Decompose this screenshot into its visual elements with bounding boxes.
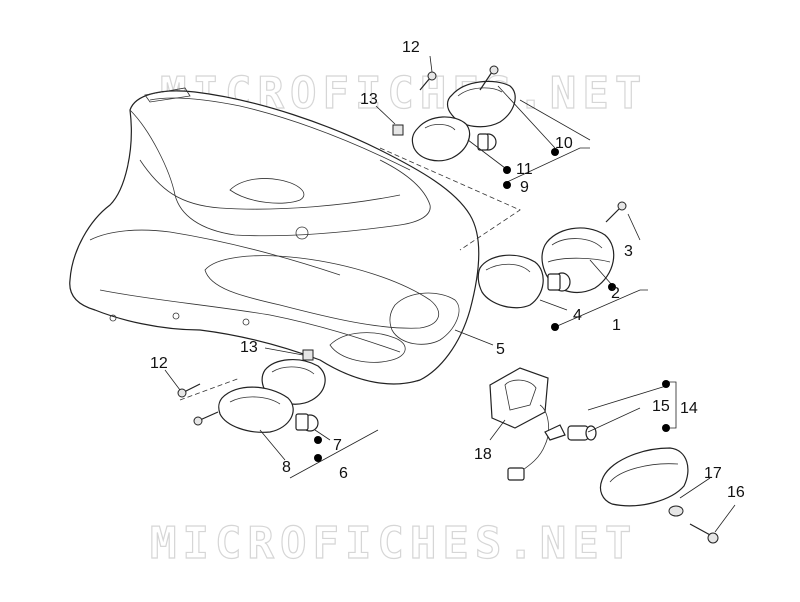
clip-13-lower [302, 349, 314, 361]
bulb-upper [477, 133, 497, 151]
bulb-left [295, 413, 319, 432]
leader-lines [164, 55, 736, 533]
screw-3 [605, 201, 627, 223]
callout-11: 11 [516, 161, 533, 178]
callout-15: 15 [652, 398, 670, 415]
callout-3: 3 [624, 243, 633, 260]
washer-17 [668, 505, 684, 517]
screw-16 [689, 523, 719, 544]
callout-4: 4 [573, 307, 582, 324]
callout-16: 16 [727, 484, 745, 501]
callout-labels: 12 13 10 11 9 3 2 4 1 5 13 12 7 8 6 18 1… [150, 39, 745, 501]
reference-dots [314, 148, 670, 462]
callout-8: 8 [282, 459, 291, 476]
license-plate-light [489, 367, 719, 544]
callout-9: 9 [520, 179, 529, 196]
front-shield [69, 87, 480, 385]
callout-6: 6 [339, 465, 348, 482]
callout-1: 1 [612, 317, 621, 334]
callout-13: 13 [360, 91, 378, 108]
callout-17: 17 [704, 465, 722, 482]
callout-18: 18 [474, 446, 492, 463]
bulb-right [547, 272, 571, 292]
callout-14: 14 [680, 400, 698, 417]
turn-signal-right [477, 201, 627, 309]
callout-5: 5 [496, 341, 505, 358]
turn-signal-upper [379, 65, 521, 251]
clip-13-upper [392, 124, 404, 136]
turn-signal-left [177, 349, 326, 433]
callout-7: 7 [333, 437, 342, 454]
callout-12-lower: 12 [150, 355, 168, 372]
watermark-bottom: MICROFICHES.NET [150, 518, 637, 569]
callout-2: 2 [611, 285, 620, 302]
callout-13-lower: 13 [240, 339, 258, 356]
callout-10: 10 [555, 135, 573, 152]
callout-12: 12 [402, 39, 420, 56]
bulb-15 [567, 425, 597, 441]
screw-12-lower [177, 383, 219, 426]
